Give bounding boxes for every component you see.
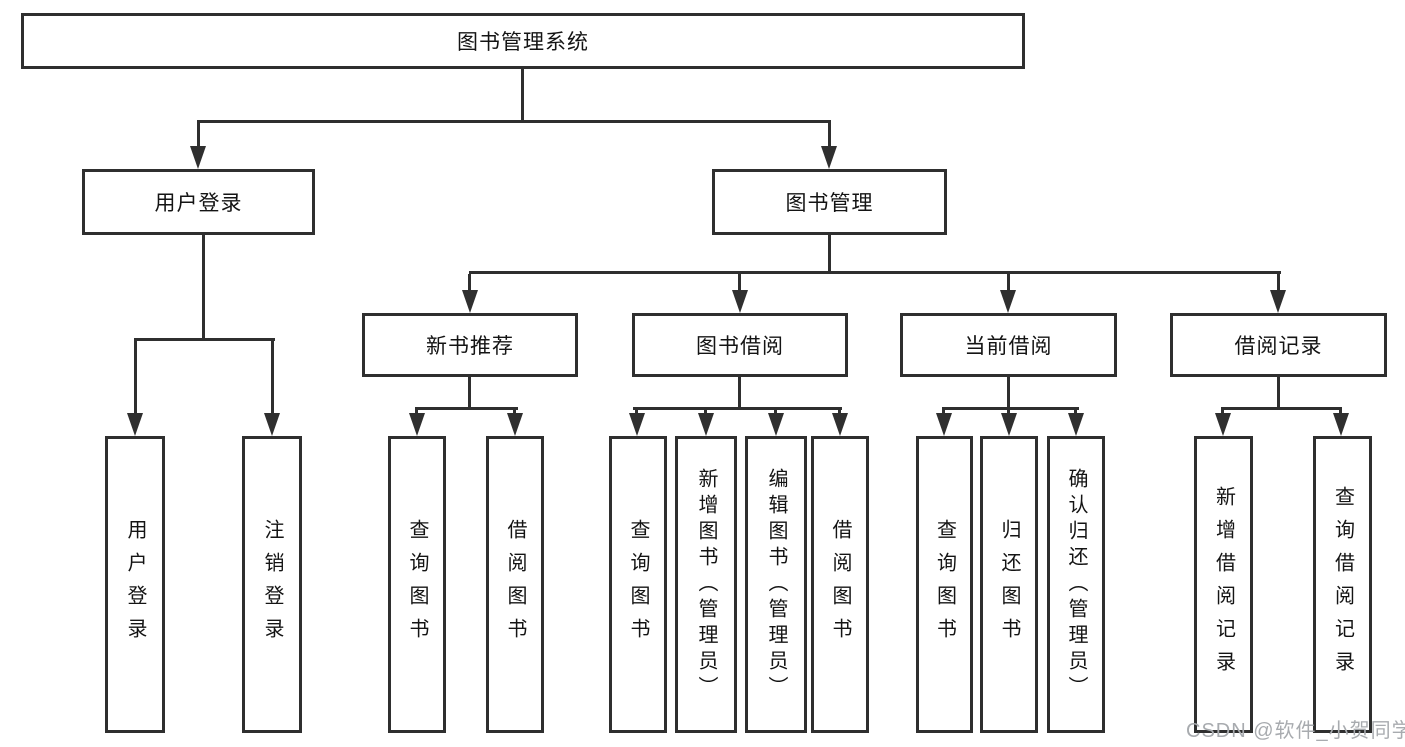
- connector-line: [1339, 410, 1342, 414]
- connector-arrowhead: [629, 413, 645, 436]
- node-book-borrow-label: 图书借阅: [696, 335, 784, 358]
- connector-line: [738, 274, 741, 292]
- node-current-borrow-label: 当前借阅: [964, 335, 1053, 358]
- connector-line: [942, 407, 1079, 410]
- connector-arrowhead: [1068, 413, 1084, 436]
- connector-line: [1221, 410, 1224, 414]
- root-node-label: 图书管理系统: [457, 31, 589, 54]
- node-current-borrow: 当前借阅: [900, 313, 1117, 377]
- connector-line: [1007, 377, 1010, 407]
- connector-line: [1221, 407, 1342, 410]
- connector-line: [1277, 274, 1280, 292]
- connector-line: [1007, 410, 1010, 414]
- leaf-query-books-1-label: 查询图书: [406, 518, 428, 651]
- connector-line: [468, 274, 471, 292]
- leaf-query-books-1: 查询图书: [388, 436, 446, 733]
- watermark: CSDN @软件_小贺同学: [1186, 720, 1405, 742]
- leaf-user-login-label: 用户登录: [124, 518, 146, 651]
- leaf-edit-book-admin: 编辑图书（管理员）: [745, 436, 807, 733]
- leaf-confirm-return-admin: 确认归还（管理员）: [1047, 436, 1105, 733]
- connector-line: [415, 410, 418, 414]
- connector-line: [774, 410, 777, 414]
- leaf-add-book-admin-label: 新增图书（管理员）: [695, 467, 717, 702]
- connector-line: [134, 341, 137, 415]
- connector-line: [468, 377, 471, 407]
- connector-line: [271, 341, 274, 415]
- connector-arrowhead: [832, 413, 848, 436]
- node-borrow-records-label: 借阅记录: [1234, 335, 1323, 358]
- connector-arrowhead: [1000, 290, 1016, 313]
- leaf-user-login: 用户登录: [105, 436, 165, 733]
- leaf-return-book-label: 归还图书: [998, 518, 1020, 651]
- leaf-edit-book-admin-label: 编辑图书（管理员）: [765, 467, 787, 702]
- node-borrow-records: 借阅记录: [1170, 313, 1387, 377]
- leaf-query-borrow-record: 查询借阅记录: [1313, 436, 1372, 733]
- connector-arrowhead: [190, 146, 206, 169]
- connector-line: [1007, 274, 1010, 292]
- connector-arrowhead: [462, 290, 478, 313]
- connector-arrowhead: [264, 413, 280, 436]
- leaf-query-books-2-label: 查询图书: [627, 518, 649, 651]
- leaf-borrow-books-2-label: 借阅图书: [829, 518, 851, 651]
- connector-line: [633, 407, 842, 410]
- connector-arrowhead: [1270, 290, 1286, 313]
- connector-arrowhead: [1001, 413, 1017, 436]
- connector-line: [415, 407, 518, 410]
- connector-arrowhead: [768, 413, 784, 436]
- connector-arrowhead: [507, 413, 523, 436]
- connector-arrowhead: [127, 413, 143, 436]
- connector-line: [197, 120, 200, 147]
- node-book-management: 图书管理: [712, 169, 947, 235]
- connector-arrowhead: [732, 290, 748, 313]
- connector-line: [197, 120, 831, 123]
- root-node-library-system: 图书管理系统: [21, 13, 1025, 69]
- leaf-query-borrow-record-label: 查询借阅记录: [1331, 485, 1354, 684]
- connector-line: [521, 69, 524, 120]
- connector-arrowhead: [1333, 413, 1349, 436]
- connector-line: [738, 377, 741, 407]
- leaf-query-books-3-label: 查询图书: [933, 518, 956, 651]
- node-book-management-label: 图书管理: [785, 192, 874, 215]
- node-user-login-label: 用户登录: [154, 192, 243, 215]
- node-new-book-recommend-label: 新书推荐: [426, 335, 514, 358]
- connector-line: [704, 410, 707, 414]
- connector-line: [513, 410, 516, 414]
- connector-line: [828, 120, 831, 147]
- connector-arrowhead: [698, 413, 714, 436]
- connector-line: [134, 338, 275, 341]
- leaf-borrow-books-1-label: 借阅图书: [504, 518, 526, 651]
- connector-line: [828, 235, 831, 271]
- leaf-add-book-admin: 新增图书（管理员）: [675, 436, 737, 733]
- connector-line: [838, 410, 841, 414]
- leaf-add-borrow-record: 新增借阅记录: [1194, 436, 1253, 733]
- connector-line: [202, 235, 205, 338]
- connector-arrowhead: [409, 413, 425, 436]
- leaf-borrow-books-2: 借阅图书: [811, 436, 869, 733]
- leaf-borrow-books-1: 借阅图书: [486, 436, 544, 733]
- connector-line: [1277, 377, 1280, 407]
- leaf-add-borrow-record-label: 新增借阅记录: [1212, 485, 1235, 684]
- connector-line: [942, 410, 945, 414]
- node-user-login: 用户登录: [82, 169, 315, 235]
- connector-line: [469, 271, 1281, 274]
- leaf-logout-label: 注销登录: [261, 518, 283, 651]
- leaf-query-books-3: 查询图书: [916, 436, 973, 733]
- leaf-query-books-2: 查询图书: [609, 436, 667, 733]
- connector-line: [635, 410, 638, 414]
- leaf-return-book: 归还图书: [980, 436, 1038, 733]
- connector-arrowhead: [821, 146, 837, 169]
- leaf-logout: 注销登录: [242, 436, 302, 733]
- node-book-borrow: 图书借阅: [632, 313, 848, 377]
- node-new-book-recommend: 新书推荐: [362, 313, 578, 377]
- connector-arrowhead: [1215, 413, 1231, 436]
- leaf-confirm-return-admin-label: 确认归还（管理员）: [1065, 467, 1087, 702]
- connector-line: [1074, 410, 1077, 414]
- connector-arrowhead: [936, 413, 952, 436]
